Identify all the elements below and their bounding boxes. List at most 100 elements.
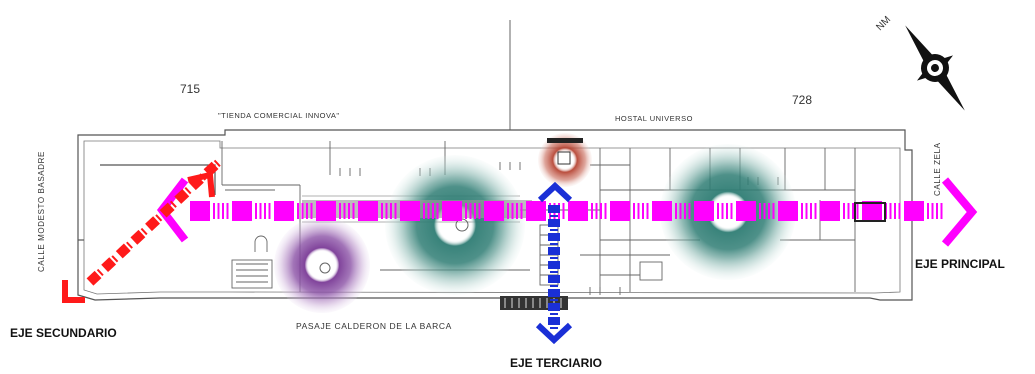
- north-arrow-icon: [905, 25, 965, 111]
- primary-axis-tick: [264, 203, 266, 219]
- primary-axis-tick: [595, 203, 598, 219]
- primary-axis-tick: [936, 203, 938, 219]
- primary-axis-tick: [940, 203, 943, 219]
- street-label-right: CALLE ZELA: [933, 142, 942, 196]
- tertiary-axis-dash: [548, 219, 560, 227]
- secondary-axis-dash: [86, 270, 102, 286]
- tertiary-axis: [535, 181, 573, 345]
- primary-axis-tick: [297, 203, 299, 219]
- primary-axis-tick: [604, 203, 607, 219]
- secondary-axis-tick: [155, 214, 163, 222]
- primary-axis-dash: [232, 201, 252, 221]
- primary-axis-tick: [801, 203, 803, 219]
- tertiary-axis-dash: [548, 247, 560, 255]
- primary-axis-tick: [507, 203, 509, 219]
- primary-axis-tick: [717, 203, 719, 219]
- primary-axis-tick: [310, 203, 313, 219]
- primary-axis-tick: [768, 203, 770, 219]
- primary-axis-tick: [889, 203, 892, 219]
- primary-axis-tick: [810, 203, 812, 219]
- primary-axis-tick: [427, 203, 430, 219]
- primary-axis-tick: [343, 203, 346, 219]
- primary-axis-dash: [484, 201, 504, 221]
- primary-axis-tick: [852, 203, 854, 219]
- tertiary-axis-dash: [548, 317, 560, 325]
- secondary-axis-dash: [101, 257, 117, 273]
- secondary-axis-tick: [184, 187, 192, 195]
- primary-axis-tick: [805, 203, 808, 219]
- north-label: NM: [874, 14, 893, 33]
- tertiary-axis-tick: [550, 327, 558, 329]
- secondary-axis-dash: [174, 189, 190, 204]
- primary-axis-tick: [927, 203, 929, 219]
- secondary-axis-dash: [115, 243, 131, 259]
- primary-axis-tick: [469, 203, 472, 219]
- secondary-axis: [62, 159, 221, 303]
- primary-axis-tick: [730, 203, 733, 219]
- tertiary-axis-tick: [550, 257, 558, 259]
- primary-axis-tick: [301, 203, 304, 219]
- primary-axis-dash: [778, 201, 798, 221]
- primary-axis-tick: [721, 203, 724, 219]
- primary-axis-tick: [465, 203, 467, 219]
- node-red: [538, 133, 592, 187]
- node-purple: [274, 217, 370, 313]
- tertiary-axis-tick: [550, 271, 558, 273]
- primary-axis-tick: [642, 203, 644, 219]
- primary-axis-dash: [358, 201, 378, 221]
- primary-axis: [156, 177, 978, 247]
- primary-axis-tick: [675, 203, 677, 219]
- street-label-bottom: PASAJE CALDERON DE LA BARCA: [296, 321, 452, 331]
- secondary-axis-dash: [145, 216, 160, 232]
- primary-axis-tick: [436, 203, 439, 219]
- primary-axis-tick: [843, 203, 845, 219]
- primary-axis-tick: [516, 203, 518, 219]
- tertiary-axis-dash: [548, 233, 560, 241]
- primary-axis-tick: [259, 203, 262, 219]
- secondary-axis-tick: [169, 200, 177, 208]
- primary-axis-tick: [474, 203, 476, 219]
- primary-axis-tick: [268, 203, 271, 219]
- secondary-axis-tick: [140, 227, 148, 236]
- primary-axis-tick: [814, 203, 817, 219]
- primary-axis-tick: [255, 203, 257, 219]
- primary-axis-tick: [600, 203, 602, 219]
- primary-axis-tick: [432, 203, 434, 219]
- node-teal-left: [385, 155, 525, 295]
- primary-axis-tick: [688, 203, 691, 219]
- primary-axis-tick: [390, 203, 392, 219]
- primary-axis-tick: [226, 203, 229, 219]
- primary-axis-tick: [633, 203, 635, 219]
- tertiary-axis-tick: [550, 299, 558, 301]
- primary-axis-tick: [562, 203, 565, 219]
- primary-axis-dash: [568, 201, 588, 221]
- primary-axis-dash: [316, 201, 336, 221]
- neighbor-label-left: "TIENDA COMERCIAL INNOVA": [218, 111, 340, 120]
- primary-axis-tick: [339, 203, 341, 219]
- primary-axis-dash: [820, 201, 840, 221]
- primary-axis-tick: [306, 203, 308, 219]
- primary-axis-tick: [759, 203, 761, 219]
- primary-axis-dash: [904, 201, 924, 221]
- primary-axis-tick: [726, 203, 728, 219]
- primary-axis-tick: [637, 203, 640, 219]
- primary-axis-tick: [381, 203, 383, 219]
- tertiary-axis-dash: [548, 289, 560, 297]
- primary-axis-tick: [772, 203, 775, 219]
- primary-axis-tick: [679, 203, 682, 219]
- secondary-axis-dash: [159, 202, 175, 218]
- secondary-axis-label: EJE SECUNDARIO: [10, 326, 117, 340]
- primary-axis-tick: [511, 203, 514, 219]
- primary-axis-tick: [352, 203, 355, 219]
- primary-axis-tick: [394, 203, 397, 219]
- primary-axis-dash: [190, 201, 210, 221]
- primary-axis-tick: [931, 203, 934, 219]
- primary-axis-tick: [348, 203, 350, 219]
- primary-axis-tick: [217, 203, 220, 219]
- primary-axis-dash: [526, 201, 546, 221]
- street-label-left: CALLE MODESTO BASADRE: [37, 151, 46, 272]
- tertiary-axis-dash: [548, 275, 560, 283]
- neighbor-label-right: HOSTAL UNIVERSO: [615, 114, 693, 123]
- primary-axis-dash: [652, 201, 672, 221]
